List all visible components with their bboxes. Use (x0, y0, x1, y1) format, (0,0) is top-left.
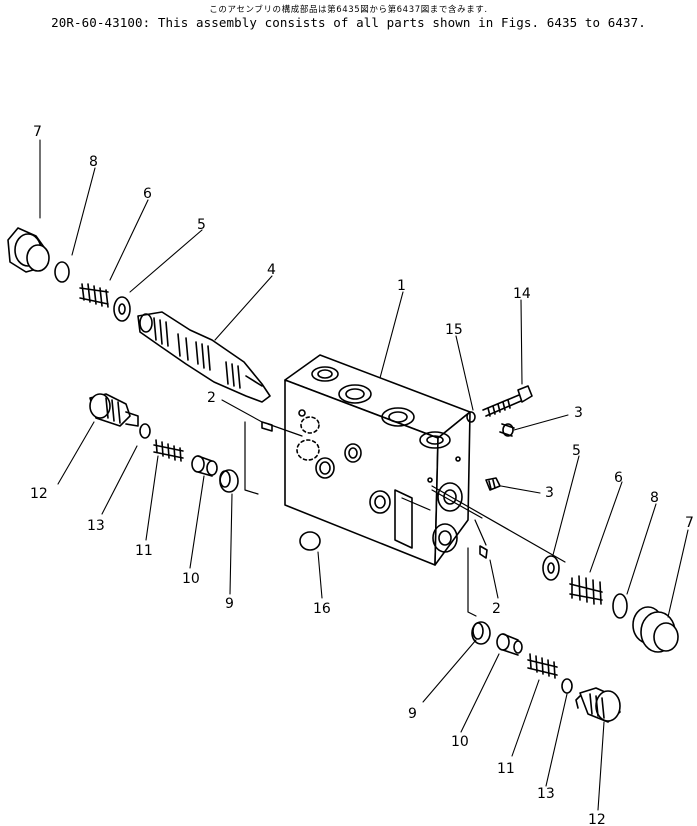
bolt (482, 385, 533, 417)
poppet-left (191, 455, 218, 477)
poppet-right (496, 633, 523, 656)
assembly-guide-lines (244, 421, 566, 617)
callout-12-left: 12 (30, 486, 48, 502)
callout-10-left: 10 (182, 571, 200, 587)
callout-10-right: 10 (451, 734, 469, 750)
callout-13-left: 13 (87, 518, 105, 534)
callout-12-right: 12 (588, 812, 606, 826)
pin-lower (479, 545, 488, 559)
pin-upper (261, 421, 273, 432)
callout-5-upper: 5 (197, 217, 206, 233)
callout-7-lower: 7 (685, 515, 694, 531)
front-face-ports (296, 409, 391, 514)
spring-lower-right (569, 575, 603, 605)
callout-15: 15 (445, 322, 463, 338)
leader-lines (39, 139, 689, 811)
plug-lower-right (632, 606, 679, 653)
callout-3-lower: 3 (545, 485, 554, 501)
callout-6-upper: 6 (143, 186, 152, 202)
callout-9-right: 9 (408, 706, 417, 722)
callout-6-lower: 6 (614, 470, 623, 486)
callout-16: 16 (313, 601, 331, 617)
plug-small-lower (485, 477, 501, 491)
callout-11-right: 11 (497, 761, 515, 777)
spool (137, 311, 271, 403)
spring-right (527, 653, 558, 679)
spring-upper-left (79, 283, 109, 308)
top-ports (311, 366, 451, 449)
washer-upper-left (113, 296, 131, 322)
callout-3-upper: 3 (574, 405, 583, 421)
callout-2-upper: 2 (207, 390, 216, 406)
o-ring-left (139, 423, 151, 439)
japanese-assembly-note: このアセンブリの構成部品は第6435図から第6437図まで含みます. (209, 5, 488, 15)
assembly-note: 20R-60-43100: This assembly consists of … (51, 15, 646, 30)
callout-1: 1 (397, 278, 406, 294)
callout-14: 14 (513, 286, 531, 302)
o-ring-body (299, 531, 321, 551)
o-ring-lower-right (612, 593, 628, 619)
callout-5-lower: 5 (572, 443, 581, 459)
o-ring-upper-left (54, 261, 70, 283)
callout-8-upper: 8 (89, 154, 98, 170)
callout-11-left: 11 (135, 543, 153, 559)
o-ring-right (561, 678, 573, 694)
callout-8-lower: 8 (650, 490, 659, 506)
callout-9-left: 9 (225, 596, 234, 612)
spring-left (153, 439, 184, 462)
valve-body (284, 354, 471, 566)
bolt-washer (466, 411, 476, 423)
relief-valve-right (575, 687, 621, 723)
seat-right (471, 621, 491, 645)
seat-left (219, 469, 239, 493)
washer-lower-right (542, 555, 560, 581)
callout-numbers: 7 8 6 5 4 1 14 15 2 3 3 5 6 8 7 12 13 11… (30, 124, 694, 826)
side-face-ports (427, 456, 463, 553)
plug-small-upper (499, 423, 515, 437)
callout-13-right: 13 (537, 786, 555, 802)
callout-4: 4 (267, 262, 276, 278)
callout-7-upper: 7 (33, 124, 42, 140)
plug-upper-left (7, 227, 50, 273)
relief-valve-left (89, 393, 139, 427)
callout-2-lower: 2 (492, 601, 501, 617)
